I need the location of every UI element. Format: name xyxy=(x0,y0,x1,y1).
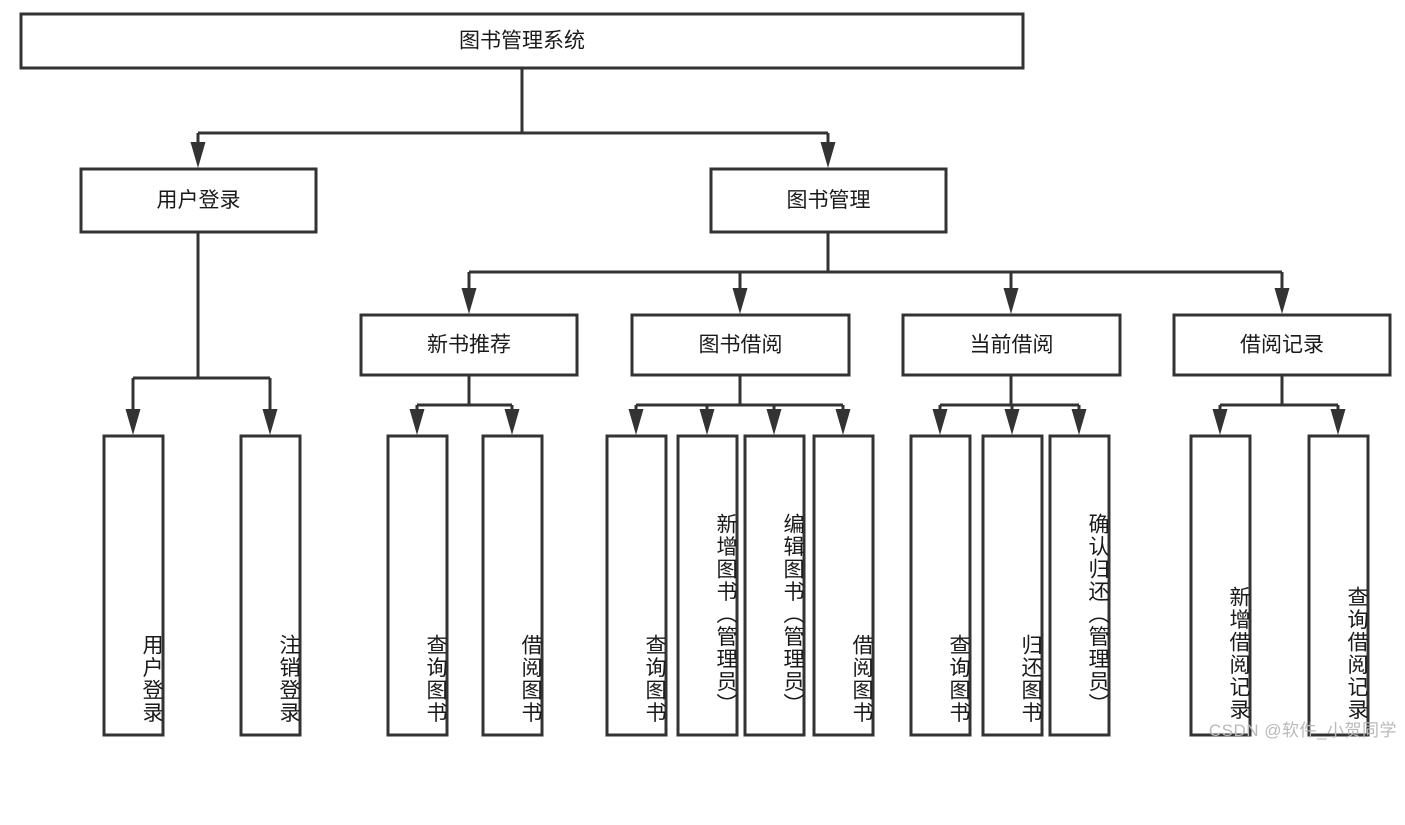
node-label-book-manage: 图书管理 xyxy=(787,189,871,212)
node-box-root[interactable] xyxy=(19,12,1025,70)
arrow-head-icon xyxy=(1071,409,1087,435)
connector-group-new-book-rec-to-leaves xyxy=(409,375,520,435)
arrow-head-icon xyxy=(732,288,748,314)
arrow-head-icon xyxy=(1004,409,1020,435)
node-box-leaf-query-record[interactable] xyxy=(1307,434,1370,737)
connectors-layer xyxy=(125,68,1346,435)
node-box-leaf-edit-book[interactable] xyxy=(743,434,806,737)
node-boxes-layer xyxy=(19,12,1392,737)
node-box-leaf-borrow-book-2[interactable] xyxy=(812,434,875,737)
arrow-head-icon xyxy=(504,409,520,435)
arrow-head-icon xyxy=(125,409,141,435)
node-box-leaf-user-login[interactable] xyxy=(102,434,165,737)
node-box-book-borrow[interactable] xyxy=(630,313,851,377)
arrow-head-icon xyxy=(461,288,477,314)
node-box-new-book-rec[interactable] xyxy=(359,313,579,377)
node-box-leaf-borrow-book-1[interactable] xyxy=(481,434,544,737)
node-box-leaf-query-book-1[interactable] xyxy=(386,434,449,737)
arrow-head-icon xyxy=(190,142,206,168)
node-box-user-login[interactable] xyxy=(79,167,318,234)
node-label-user-login: 用户登录 xyxy=(157,189,241,212)
node-label-root: 图书管理系统 xyxy=(459,30,585,53)
node-box-borrow-record[interactable] xyxy=(1172,313,1392,377)
node-box-leaf-query-book-2[interactable] xyxy=(605,434,668,737)
node-box-leaf-logout[interactable] xyxy=(239,434,302,737)
node-label-new-book-rec: 新书推荐 xyxy=(427,334,511,357)
csdn-watermark: CSDN @软件_小贺同学 xyxy=(1208,721,1397,740)
node-label-book-borrow: 图书借阅 xyxy=(699,334,783,357)
node-label-current-borrow: 当前借阅 xyxy=(970,334,1054,357)
arrow-head-icon xyxy=(932,409,948,435)
connector-group-book-borrow-to-leaves xyxy=(628,375,851,435)
node-box-leaf-query-book-3[interactable] xyxy=(909,434,972,737)
arrow-head-icon xyxy=(1330,409,1346,435)
arrow-head-icon xyxy=(628,409,644,435)
connector-group-borrow-record-to-leaves xyxy=(1212,375,1346,435)
connector-group-book-manage-to-level3 xyxy=(461,232,1290,314)
connector-group-current-borrow-to-leaves xyxy=(932,375,1087,435)
node-box-leaf-confirm-return[interactable] xyxy=(1048,434,1111,737)
arrow-head-icon xyxy=(835,409,851,435)
arrow-head-icon xyxy=(1003,288,1019,314)
node-box-leaf-add-record[interactable] xyxy=(1189,434,1252,737)
node-box-leaf-add-book[interactable] xyxy=(676,434,739,737)
diagram-canvas: 图书管理系统用户登录图书管理新书推荐图书借阅当前借阅借阅记录 用户登录注销登录查… xyxy=(19,12,1397,740)
arrow-head-icon xyxy=(1274,288,1290,314)
node-label-borrow-record: 借阅记录 xyxy=(1240,334,1324,357)
node-box-leaf-return-book[interactable] xyxy=(981,434,1044,737)
arrow-head-icon xyxy=(262,409,278,435)
arrow-head-icon xyxy=(820,142,836,168)
arrow-head-icon xyxy=(1212,409,1228,435)
arrow-head-icon xyxy=(699,409,715,435)
connector-group-root-to-level2 xyxy=(190,68,836,168)
node-box-current-borrow[interactable] xyxy=(901,313,1122,377)
node-box-book-manage[interactable] xyxy=(709,167,948,234)
arrow-head-icon xyxy=(766,409,782,435)
arrow-head-icon xyxy=(409,409,425,435)
connector-group-user-login-to-leaves xyxy=(125,232,278,435)
